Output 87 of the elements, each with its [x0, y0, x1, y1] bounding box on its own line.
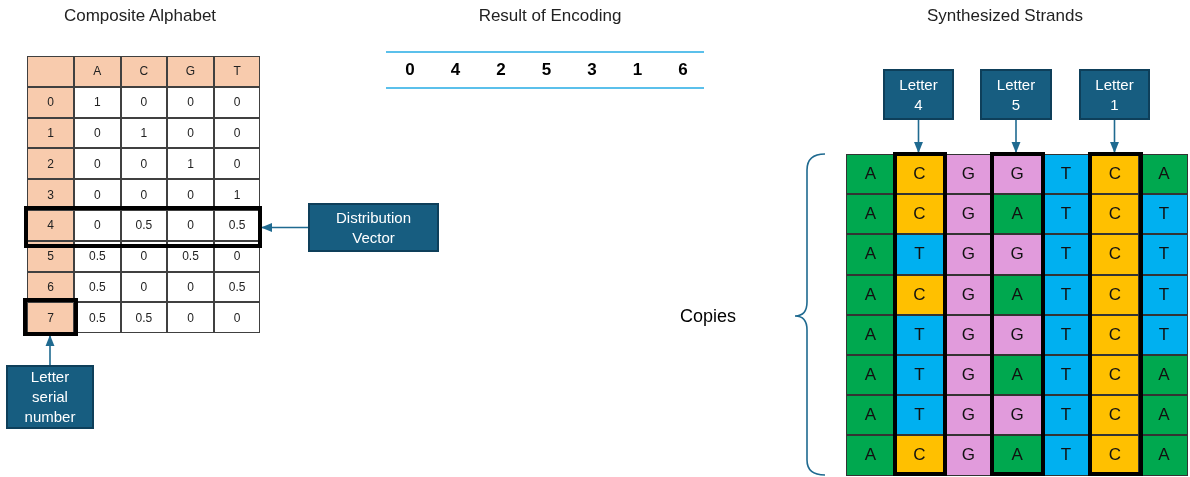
table-cell: 0.5: [120, 302, 168, 334]
table-cell: 0: [213, 302, 261, 334]
table-cell: 7: [27, 302, 74, 334]
table-cell: 1: [27, 117, 74, 149]
table-cell: 0: [120, 148, 168, 180]
nucleotide-tile: A: [992, 274, 1042, 315]
nucleotide-tile: C: [1090, 274, 1140, 315]
table-cell: 0: [120, 86, 168, 118]
encoded-digit: 1: [631, 59, 644, 81]
table-cell: 0: [167, 117, 214, 149]
nucleotide-tile: A: [846, 395, 895, 436]
nucleotide-tile: A: [846, 274, 895, 315]
nucleotide-tile: G: [992, 314, 1042, 355]
table-cell: 0: [167, 210, 214, 241]
arrow: [45, 334, 55, 366]
encoded-digit: 3: [586, 59, 598, 81]
arrow: [1011, 119, 1021, 154]
nucleotide-tile: T: [894, 355, 944, 396]
encoded-digit: 5: [540, 59, 553, 81]
nucleotide-tile: C: [1090, 154, 1140, 195]
table-cell: 0: [213, 86, 261, 118]
table-cell: 0.5: [167, 240, 214, 272]
table-cell: 0: [120, 271, 168, 303]
table-cell: 0: [74, 117, 121, 149]
nucleotide-tile: A: [846, 435, 895, 476]
nucleotide-tile: C: [1090, 234, 1140, 275]
callout-box: Letter 4: [883, 69, 954, 120]
table-cell: 0: [213, 117, 261, 149]
highlight-frame: [893, 152, 947, 476]
table-cell: 1: [167, 148, 214, 180]
encoded-digit: 4: [449, 59, 462, 81]
section-heading: Result of Encoding: [477, 6, 623, 27]
encoded-digit: 6: [677, 59, 689, 81]
nucleotide-tile: A: [846, 154, 895, 195]
table-cell: 0: [213, 240, 261, 272]
nucleotide-tile: A: [846, 194, 895, 235]
nucleotide-tile: C: [1090, 314, 1140, 355]
table-cell: C: [120, 56, 168, 87]
nucleotide-tile: G: [992, 234, 1042, 275]
table-cell: 0: [120, 240, 168, 272]
table-cell: 2: [27, 148, 74, 180]
nucleotide-tile: T: [894, 395, 944, 436]
arrow: [1110, 119, 1119, 154]
nucleotide-tile: C: [1090, 194, 1140, 235]
callout-box: Letter 1: [1079, 69, 1150, 120]
table-cell: 1: [74, 86, 121, 118]
table-cell: 0.5: [120, 210, 168, 241]
table-cell: 0.5: [213, 271, 261, 303]
table-cell: 0.5: [74, 271, 121, 303]
table-cell: 0: [167, 271, 214, 303]
nucleotide-tile: C: [894, 194, 944, 235]
section-heading: Synthesized Strands: [926, 6, 1084, 27]
table-cell: 0.5: [74, 240, 121, 272]
table-cell: 0.5: [213, 210, 261, 241]
table-cell: 1: [120, 117, 168, 149]
arrow: [914, 119, 923, 154]
nucleotide-tile: A: [992, 194, 1042, 235]
table-cell: 4: [27, 210, 74, 241]
nucleotide-tile: A: [846, 234, 895, 275]
nucleotide-tile: G: [992, 395, 1042, 436]
table-cell: G: [167, 56, 214, 87]
callout-box: Letter 5: [980, 69, 1052, 120]
highlight-frame: [990, 152, 1045, 476]
brace-label: Copies: [680, 305, 738, 328]
nucleotide-tile: C: [1090, 395, 1140, 436]
section-heading: Composite Alphabet: [62, 6, 218, 27]
callout-box: Distribution Vector: [308, 203, 439, 252]
callout-box: Letter serial number: [6, 365, 94, 429]
table-cell: 0: [74, 210, 121, 241]
table-cell: 0: [213, 148, 261, 180]
table-cell: 0: [167, 86, 214, 118]
nucleotide-tile: A: [846, 355, 895, 396]
highlight-frame: [1088, 152, 1143, 476]
encoded-digit: 0: [404, 59, 416, 81]
arrow: [260, 223, 309, 232]
nucleotide-tile: T: [894, 234, 944, 275]
table-cell: A: [74, 56, 121, 87]
encoded-digit: 2: [495, 59, 507, 81]
highlight-frame: [24, 206, 262, 248]
table-cell: 0: [74, 148, 121, 180]
nucleotide-tile: C: [1090, 355, 1140, 396]
table-cell: T: [213, 56, 261, 87]
table-cell: 0: [167, 302, 214, 334]
nucleotide-tile: G: [992, 154, 1042, 195]
table-cell: 0: [27, 86, 74, 118]
nucleotide-tile: A: [846, 314, 895, 355]
nucleotide-tile: A: [992, 355, 1042, 396]
